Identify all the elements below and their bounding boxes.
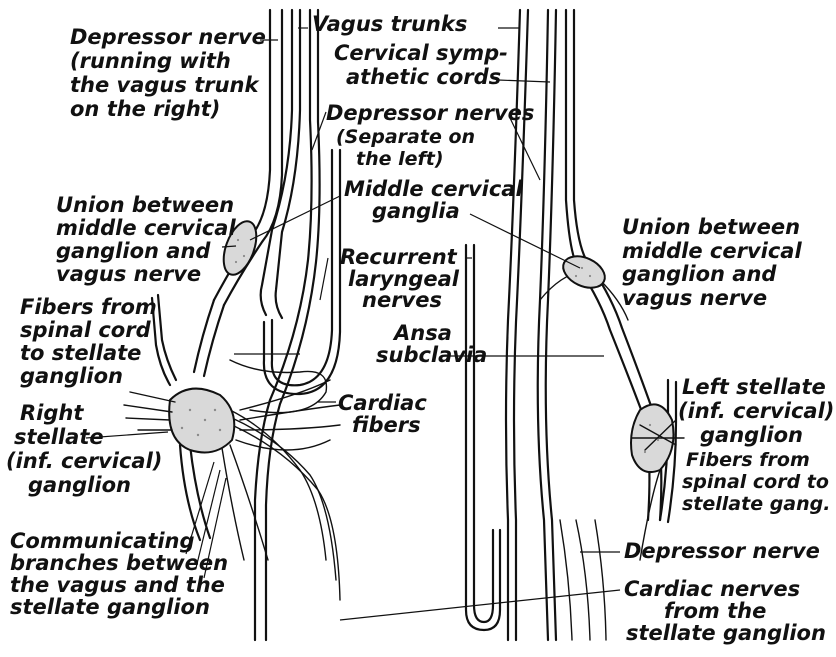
label-communicating-2: branches between xyxy=(10,551,228,575)
label-depressor-sep-2: (Separate on xyxy=(336,126,475,148)
label-right-stellate-4: ganglion xyxy=(28,473,131,497)
right-ansa-subclavia xyxy=(230,360,326,413)
label-depressor-right-1: Depressor nerve xyxy=(70,25,266,49)
label-depressor-right-3: the vagus trunk xyxy=(70,73,260,97)
label-cervical-symp-2: athetic cords xyxy=(346,65,501,89)
label-cardiac-fibers-1: Cardiac xyxy=(338,391,427,415)
left-recurrent-laryngeal xyxy=(466,245,500,630)
label-middle-cervical-2: ganglia xyxy=(372,199,460,223)
label-union-left-4: vagus nerve xyxy=(622,286,767,310)
label-right-stellate-2: stellate xyxy=(14,425,104,449)
label-cardiac-nerves-2: from the xyxy=(664,599,766,623)
right-sympathetic-cord xyxy=(261,10,292,315)
label-left-stellate-3: ganglion xyxy=(700,423,803,447)
label-union-left-3: ganglion and xyxy=(622,262,777,286)
label-depressor-nerve-left: Depressor nerve xyxy=(624,539,820,563)
label-right-stellate-1: Right xyxy=(20,401,84,425)
label-vagus-trunks: Vagus trunks xyxy=(312,12,467,36)
label-fibers-right-2: spinal cord xyxy=(20,318,152,342)
label-depressor-right-2: (running with xyxy=(70,49,231,73)
label-cervical-symp-1: Cervical symp- xyxy=(334,41,508,65)
label-right-stellate-3: (inf. cervical) xyxy=(6,449,162,473)
label-union-right-1: Union between xyxy=(56,193,234,217)
label-ansa-2: subclavia xyxy=(376,343,487,367)
label-cardiac-fibers-2: fibers xyxy=(352,413,421,437)
label-middle-cervical-1: Middle cervical xyxy=(344,177,523,201)
label-cardiac-nerves-1: Cardiac nerves xyxy=(624,577,800,601)
label-ansa-1: Ansa xyxy=(392,321,452,345)
label-left-stellate-2: (inf. cervical) xyxy=(678,399,834,423)
label-left-stellate-1: Left stellate xyxy=(682,375,826,399)
left-middle-cervical-ganglion xyxy=(558,250,610,294)
label-recurrent-3: nerves xyxy=(362,288,442,312)
label-union-right-4: vagus nerve xyxy=(56,262,201,286)
label-recurrent-1: Recurrent xyxy=(340,245,458,269)
label-union-right-2: middle cervical xyxy=(56,216,236,240)
label-fibers-left-1: Fibers from xyxy=(686,449,810,471)
right-stellate-ganglion xyxy=(169,389,234,453)
label-union-left-2: middle cervical xyxy=(622,239,802,263)
right-cardiac-fibers xyxy=(222,380,340,600)
label-fibers-left-3: stellate gang. xyxy=(682,493,830,515)
label-cardiac-nerves-3: stellate ganglion xyxy=(626,621,826,645)
label-fibers-right-1: Fibers from xyxy=(20,295,157,319)
label-communicating-4: stellate ganglion xyxy=(10,595,210,619)
label-union-right-3: ganglion and xyxy=(56,239,211,263)
label-communicating-1: Communicating xyxy=(10,529,195,553)
label-depressor-right-4: on the right) xyxy=(70,97,220,121)
label-fibers-right-3: to stellate xyxy=(20,341,141,365)
label-fibers-right-4: ganglion xyxy=(20,364,123,388)
label-depressor-sep-1: Depressor nerves xyxy=(326,101,534,125)
label-union-left-1: Union between xyxy=(622,215,800,239)
label-communicating-3: the vagus and the xyxy=(10,573,225,597)
labels: Vagus trunks Depressor nerve (running wi… xyxy=(6,12,834,645)
label-fibers-left-2: spinal cord to xyxy=(682,471,829,493)
label-depressor-sep-3: the left) xyxy=(356,148,444,170)
